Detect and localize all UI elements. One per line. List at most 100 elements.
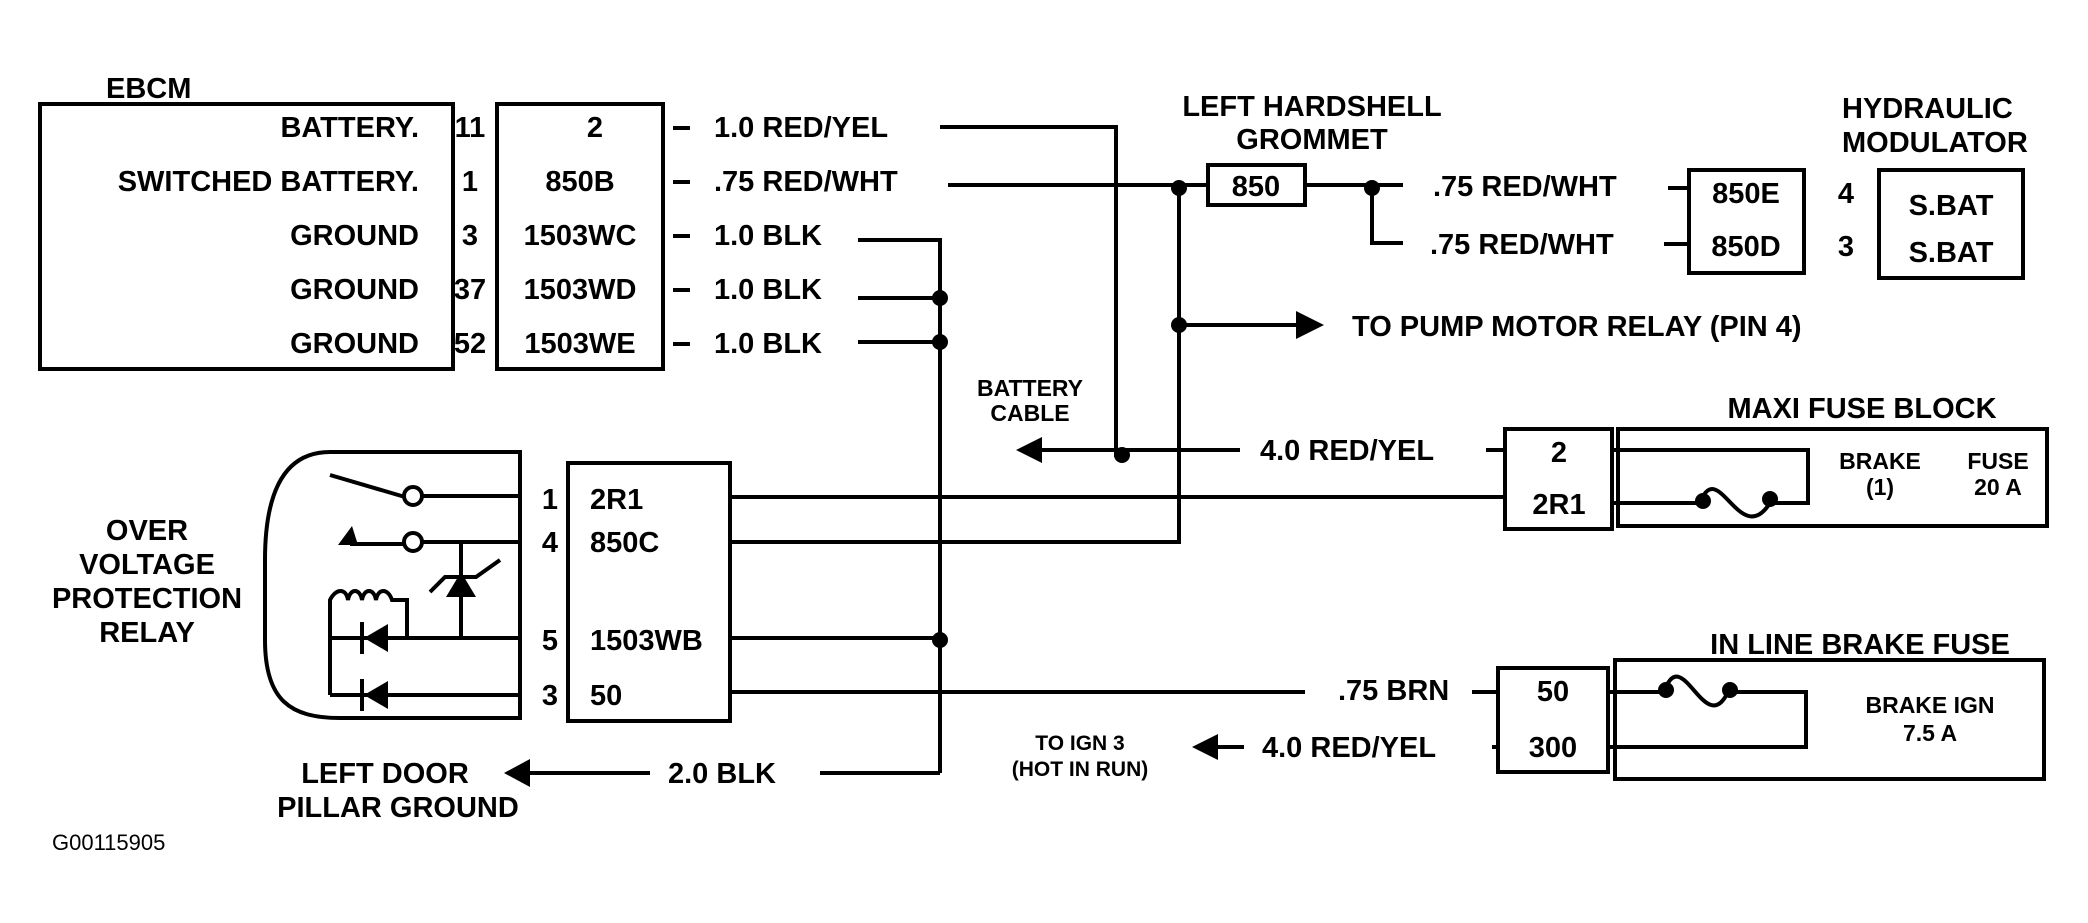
ebcm-circuit: 2	[587, 112, 603, 144]
wire-label: .75 BRN	[1338, 675, 1449, 707]
maxi-fuse-name: BRAKE	[1839, 448, 1921, 474]
relay-title: OVER	[106, 515, 188, 547]
ebcm-pin-number: 1	[462, 166, 478, 198]
contact-arrow-icon	[338, 526, 358, 545]
inline-fuse-title: IN LINE BRAKE FUSE	[1710, 629, 2010, 661]
ebcm-circuit: 850B	[545, 166, 614, 198]
ebcm-function: BATTERY.	[280, 112, 419, 144]
relay-circuit: 50	[590, 680, 622, 712]
relay-pin-number: 1	[542, 484, 558, 516]
maxi-fuse-box	[1616, 427, 2049, 528]
relay-title: RELAY	[99, 617, 195, 649]
maxi-circuit: 2	[1551, 437, 1567, 469]
ebcm-pin-number: 11	[455, 112, 486, 144]
wire-label: 4.0 RED/YEL	[1260, 435, 1434, 467]
splice-dot	[932, 632, 948, 648]
arrow-right-icon	[1296, 311, 1324, 339]
splice-dot	[1171, 180, 1187, 196]
wire-label: 1.0 BLK	[714, 274, 822, 306]
ign-label: TO IGN 3	[1035, 732, 1124, 755]
modulator-circuit: 850D	[1711, 231, 1780, 263]
ebcm-pin-number: 37	[454, 274, 486, 306]
contact-icon	[402, 531, 424, 553]
inline-circuit: 300	[1529, 732, 1577, 764]
ebcm-box	[38, 102, 455, 371]
inline-fuse-box	[1613, 658, 2046, 781]
wire-label: 1.0 BLK	[714, 328, 822, 360]
ebcm-function: GROUND	[290, 328, 419, 360]
inline-fuse-rating: 7.5 A	[1903, 720, 1957, 746]
inline-circuit: 50	[1537, 676, 1569, 708]
ebcm-pin-number: 52	[454, 328, 486, 360]
ebcm-circuit: 1503WC	[524, 220, 637, 252]
relay-coil-icon	[328, 589, 409, 638]
diode-icon	[364, 681, 388, 709]
ground-section: 2.0 BLK LEFT DOOR PILLAR GROUND	[277, 758, 940, 824]
modulator-title: MODULATOR	[1842, 127, 2028, 159]
wire-label: .75 RED/WHT	[1433, 171, 1617, 203]
relay-circuit: 1503WB	[590, 625, 703, 657]
relay-outline	[263, 450, 522, 720]
inline-fuse-name: BRAKE IGN	[1865, 692, 1994, 718]
maxi-fuse-name: (1)	[1866, 474, 1894, 500]
ebcm-title: EBCM	[106, 73, 191, 105]
modulator-title: HYDRAULIC	[1842, 93, 2013, 125]
battery-cable-label: CABLE	[990, 400, 1069, 426]
contact-icon	[402, 485, 424, 507]
over-voltage-relay: OVER VOLTAGE PROTECTION RELAY 1 4 5 3 2R…	[52, 325, 1505, 723]
zener-diode-icon	[446, 572, 476, 597]
modulator-pin-number: 3	[1838, 231, 1854, 263]
wire-label: 1.0 RED/YEL	[714, 112, 888, 144]
modulator-function: S.BAT	[1909, 190, 1994, 222]
wire-label: .75 RED/WHT	[1430, 229, 1614, 261]
modulator-pin-number: 4	[1838, 178, 1854, 210]
ebcm-pin-number: 3	[462, 220, 478, 252]
battery-cable-label: BATTERY	[977, 375, 1083, 401]
ebcm-function: GROUND	[290, 220, 419, 252]
relay-title: VOLTAGE	[79, 549, 215, 581]
inline-fuse-section: .75 BRN TO IGN 3 (HOT IN RUN) 4.0 RED/YE…	[1012, 629, 2046, 781]
wire-red-yel	[940, 125, 1118, 457]
wire-label: 2.0 BLK	[668, 758, 776, 790]
ground-label: LEFT DOOR	[301, 758, 469, 790]
grommet-title: GROMMET	[1236, 124, 1388, 156]
splice-dot	[932, 290, 948, 306]
hydraulic-modulator: .75 RED/WHT .75 RED/WHT 850E 850D 4 3 HY…	[1430, 93, 2028, 280]
relay-pin-number: 3	[542, 680, 558, 712]
maxi-fuse-rating: FUSE	[1967, 448, 2028, 474]
relay-pin-number: 4	[542, 527, 558, 559]
relay-pin-number: 5	[542, 625, 558, 657]
fuse-icon	[1698, 487, 1772, 519]
figure-id: G00115905	[52, 830, 165, 855]
arrow-left-icon	[1192, 734, 1218, 760]
ebcm-circuit: 1503WD	[524, 274, 637, 306]
maxi-fuse-title: MAXI FUSE BLOCK	[1727, 393, 1996, 425]
maxi-fuse-section: BATTERY CABLE 4.0 RED/YEL 2 2R1 MAXI FUS…	[977, 375, 2049, 531]
maxi-connector-box	[1503, 427, 1614, 531]
relay-title: PROTECTION	[52, 583, 242, 615]
ebcm-connector-box	[495, 102, 665, 371]
pump-motor-label: TO PUMP MOTOR RELAY (PIN 4)	[1352, 311, 1802, 343]
wire-ground-bus	[858, 238, 942, 773]
modulator-connector-box	[1687, 168, 1806, 275]
diode-icon	[364, 624, 388, 652]
wire-label: .75 RED/WHT	[714, 166, 898, 198]
splice-dot	[1114, 447, 1130, 463]
modulator-box	[1877, 168, 2025, 280]
relay-circuit: 2R1	[590, 484, 643, 516]
arrow-left-icon	[1016, 437, 1042, 463]
wire-label: 1.0 BLK	[714, 220, 822, 252]
ebcm-module: EBCM BATTERY. SWITCHED BATTERY. GROUND G…	[38, 73, 898, 371]
modulator-circuit: 850E	[1712, 178, 1780, 210]
ground-label: PILLAR GROUND	[277, 792, 519, 824]
grommet-title: LEFT HARDSHELL	[1182, 91, 1441, 123]
maxi-fuse-rating: 20 A	[1974, 474, 2022, 500]
inline-connector-box	[1496, 666, 1610, 774]
ebcm-function: GROUND	[290, 274, 419, 306]
splice-dot	[932, 334, 948, 350]
ebcm-circuit: 1503WE	[524, 328, 635, 360]
grommet: LEFT HARDSHELL GROMMET 850	[1182, 91, 1442, 245]
modulator-function: S.BAT	[1909, 237, 1994, 269]
relay-circuit: 850C	[590, 527, 659, 559]
